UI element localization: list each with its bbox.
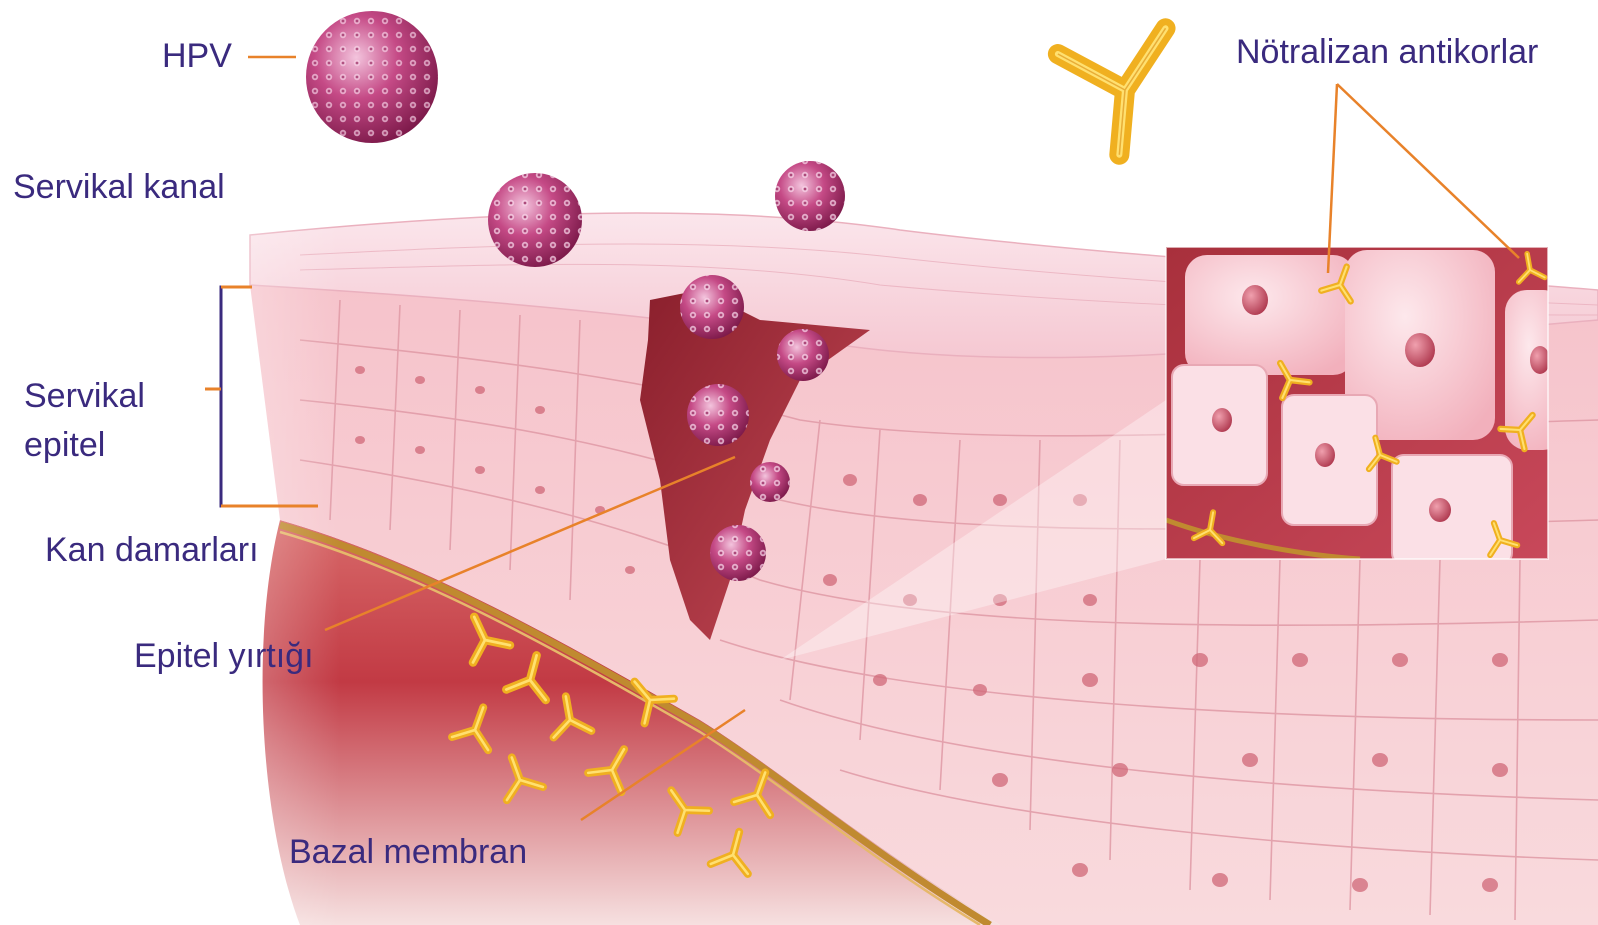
cervical-epithelium-label-line1: Servikal bbox=[24, 372, 184, 421]
hpv-virus bbox=[750, 462, 790, 502]
zoom-inset bbox=[1166, 247, 1565, 565]
neutralizing-antibodies-label: Nötralizan antikorlar bbox=[1236, 32, 1538, 73]
cervical-epithelium-label-line2: epitel bbox=[24, 421, 184, 470]
antibody-leader-2 bbox=[1337, 84, 1519, 258]
antibody-large-icon bbox=[1050, 19, 1166, 158]
hpv-virus bbox=[775, 161, 845, 231]
hpv-virus bbox=[777, 329, 829, 381]
hpv-virus bbox=[710, 525, 766, 581]
cervical-epithelium-label: Servikal epitel bbox=[24, 372, 184, 471]
cervical-canal-label: Servikal kanal bbox=[13, 167, 225, 208]
epithelial-tear-label: Epitel yırtığı bbox=[134, 636, 314, 677]
hpv-virus bbox=[488, 173, 582, 267]
basal-membrane-label: Bazal membran bbox=[289, 832, 527, 873]
hpv-virus bbox=[680, 275, 744, 339]
hpv-virus bbox=[687, 384, 749, 446]
hpv-label: HPV bbox=[162, 36, 232, 77]
blood-vessels-label: Kan damarları bbox=[45, 530, 259, 571]
hpv-virus-large bbox=[306, 11, 438, 143]
antibody-leader-1 bbox=[1328, 84, 1337, 273]
